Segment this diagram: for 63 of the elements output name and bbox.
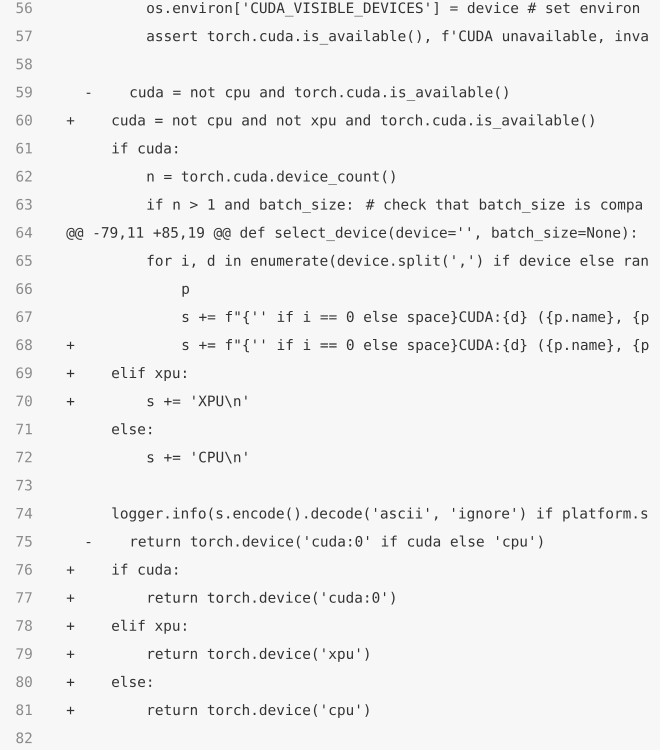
line-number: 75	[16, 536, 32, 547]
line-number: 77	[16, 592, 32, 603]
line-number: 66	[16, 283, 32, 294]
line-number: 63	[16, 198, 32, 210]
code-line: elif xpu:	[112, 620, 186, 634]
line-number: 78	[16, 620, 32, 631]
code-line: s += f"{'' if i == 0 else space}CUDA:{d} ({p.name}, {p	[182, 310, 648, 325]
diff-sign: +	[66, 706, 74, 714]
diff-sign: +	[66, 622, 74, 630]
line-number: 68	[16, 339, 32, 350]
line-number: 73	[16, 480, 32, 491]
code-line: return torch.device('cuda:0')	[148, 592, 395, 605]
line-number: 81	[16, 704, 32, 716]
line-number: 64	[16, 226, 32, 238]
code-line: logger.info(s.encode().decode('ascii', 'ignore') if platform.s	[112, 507, 648, 522]
line-number: 58	[16, 58, 32, 70]
line-number: 70	[16, 395, 32, 406]
code-line: elif xpu:	[112, 367, 186, 382]
code-line: return torch.device('cuda:0' if cuda else 'cpu')	[132, 536, 542, 550]
line-number: 60	[16, 114, 32, 126]
line-number: 72	[16, 452, 32, 462]
diff-sign: +	[66, 117, 74, 125]
line-number: 59	[16, 86, 32, 98]
line-number: 82	[16, 732, 32, 744]
code-line: s += f"{'' if i == 0 else space}CUDA:{d} ({p.name}, {p	[182, 338, 648, 353]
line-number: 74	[16, 508, 32, 518]
diff-sign: +	[66, 678, 74, 686]
line-number: 65	[16, 255, 32, 266]
line-number: 62	[16, 170, 32, 182]
diff-sign: +	[66, 342, 74, 350]
diff-sign: +	[66, 650, 74, 658]
line-number: 69	[16, 367, 32, 378]
line-number: 67	[16, 311, 32, 322]
line-number: 76	[16, 564, 32, 575]
diff-sign: +	[66, 594, 74, 602]
code-line: os.environ['CUDA_VISIBLE_DEVICES'] = device # set environ	[147, 2, 640, 16]
code-line: for i, d in enumerate(device.split(',') if device else ran	[148, 254, 648, 269]
code-line: cuda = not cpu and torch.cuda.is_available()	[130, 86, 508, 101]
line-number: 79	[16, 648, 32, 660]
line-number: 71	[16, 424, 32, 434]
diff-sign: -	[86, 92, 90, 94]
diff-sign: +	[66, 398, 74, 406]
line-number: 80	[16, 676, 32, 688]
diff-sign: +	[66, 370, 74, 378]
code-line: s += 'CPU\n'	[148, 452, 246, 464]
code-line: @@ -79,11 +85,19 @@ def select_device(device='', batch_size=None):	[66, 226, 635, 242]
diff-sign: -	[86, 542, 90, 544]
code-line: cuda = not cpu and not xpu and torch.cuda.is_available()	[112, 114, 594, 129]
code-line: n = torch.cuda.device_count()	[148, 170, 395, 185]
code-line: if cuda:	[112, 564, 178, 575]
code-line: if n > 1 and batch_size: # check that batch_size is compa	[147, 198, 642, 213]
line-number: 61	[16, 142, 32, 154]
code-line: else:	[112, 676, 152, 688]
code-line: else:	[112, 423, 152, 434]
code-line: return torch.device('xpu')	[148, 648, 369, 662]
code-line: p	[182, 286, 189, 297]
code-line: if cuda:	[112, 142, 178, 154]
line-number: 56	[16, 2, 32, 14]
code-line: s += 'XPU\n'	[148, 396, 246, 408]
code-line: return torch.device('cpu')	[148, 704, 369, 718]
line-number: 57	[16, 30, 32, 42]
code-line: assert torch.cuda.is_available(), f'CUDA unavailable, inva	[147, 30, 648, 44]
diff-sign: +	[66, 566, 74, 574]
